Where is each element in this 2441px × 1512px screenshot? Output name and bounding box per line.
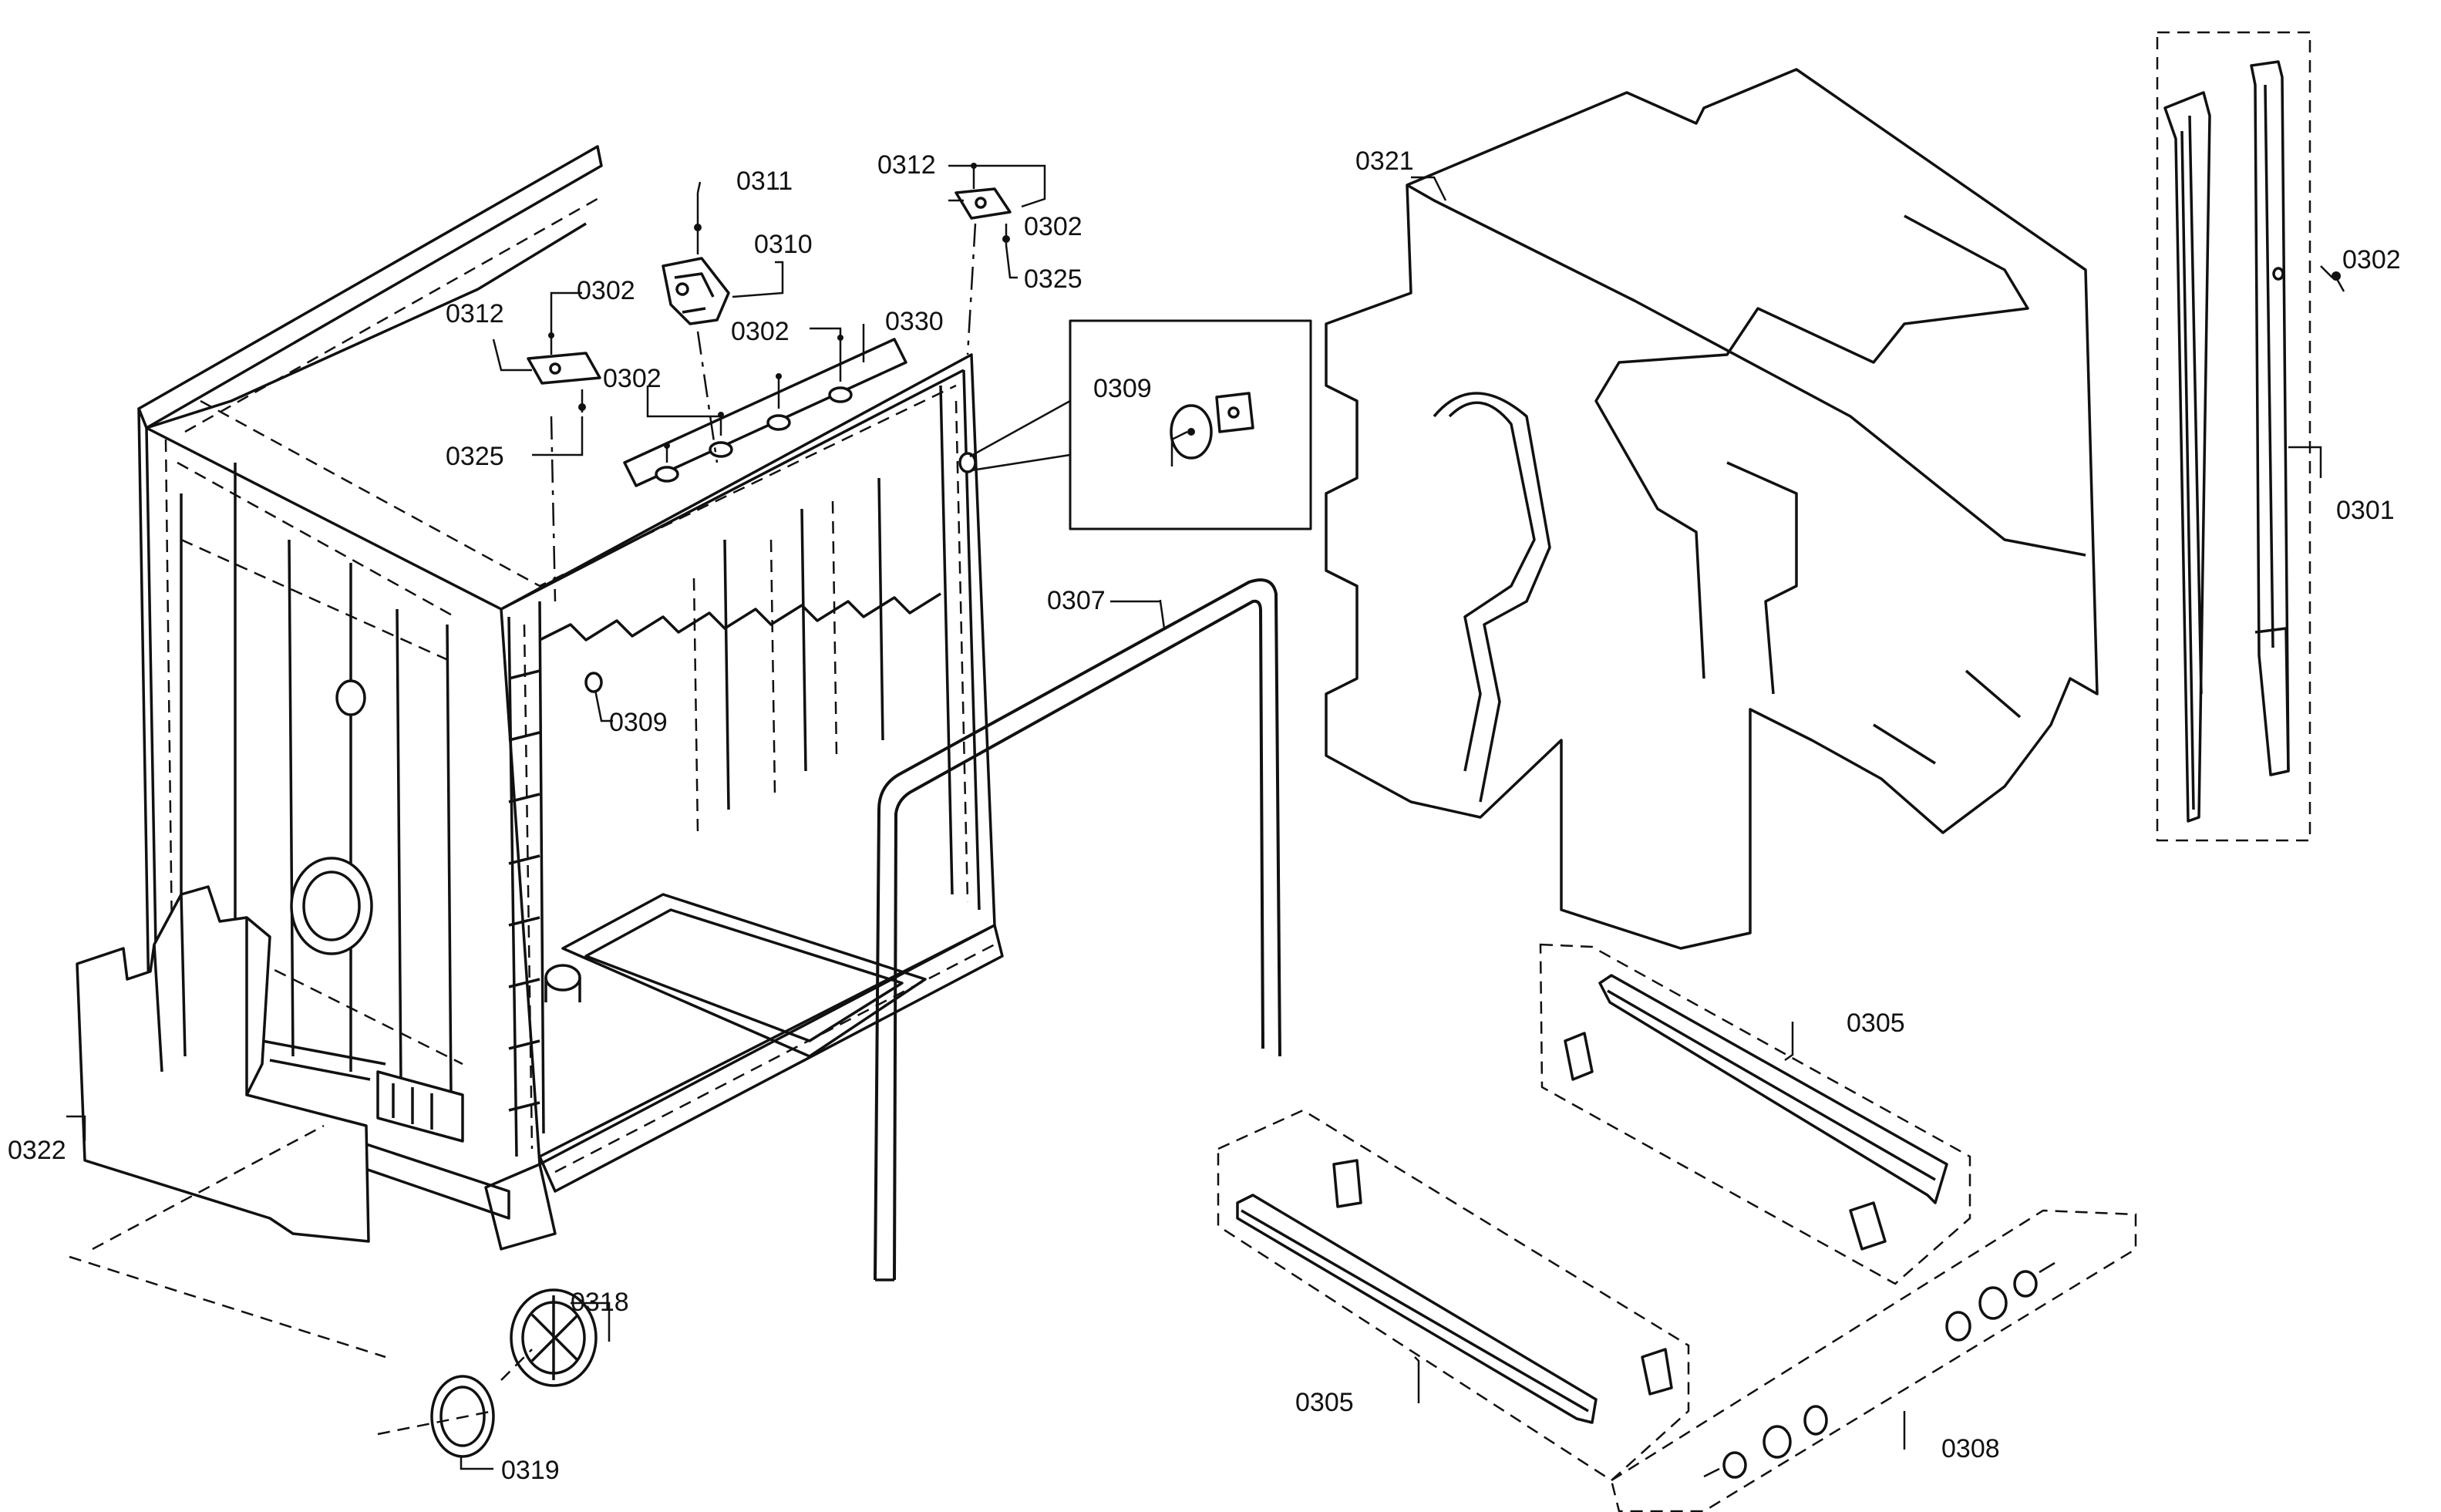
dishwasher-tub [137,145,1004,1251]
callout-0302-left: 0302 [577,276,635,305]
insulation-panel-0322 [69,885,386,1359]
door-seal-0307 [874,578,1281,1281]
callout-0302-trim: 0302 [2342,245,2401,274]
callout-0302-mid: 0302 [603,364,662,393]
side-trim-0301 [2156,31,2345,842]
callout-0310: 0310 [754,230,813,259]
callout-0301: 0301 [2336,496,2395,525]
callout-0305-lower: 0305 [1295,1388,1354,1417]
callout-0311: 0311 [736,167,793,196]
callout-0307: 0307 [1047,586,1106,615]
callout-0302-mid-right: 0302 [731,317,790,346]
callout-0308: 0308 [1941,1434,2000,1463]
insulation-blanket-0321 [1325,68,2099,950]
roller-assembly-0308 [1610,1209,2137,1512]
callout-0312-right: 0312 [877,150,936,180]
callout-0312-left: 0312 [446,299,504,328]
callout-0319: 0319 [501,1456,560,1485]
callout-0325-left: 0325 [446,442,504,471]
leader-lines [66,164,2333,1470]
callout-0302-right: 0302 [1024,212,1082,241]
rail-assembly-upper-0305 [1539,943,1971,1285]
callout-0305-upper: 0305 [1847,1009,1905,1038]
callout-0321: 0321 [1355,146,1414,176]
pump-ring-parts [377,1288,598,1458]
callout-0318: 0318 [571,1288,629,1317]
callout-0322: 0322 [8,1136,66,1165]
rail-assembly-lower-0305 [1217,1109,1690,1482]
callout-0330: 0330 [885,307,944,336]
detail-box-0309 [969,319,1312,530]
callout-0309-tub: 0309 [609,708,668,737]
callout-0309-detail: 0309 [1093,374,1152,403]
top-bracket-assembly [527,163,1012,602]
callout-0325-right: 0325 [1024,264,1082,294]
